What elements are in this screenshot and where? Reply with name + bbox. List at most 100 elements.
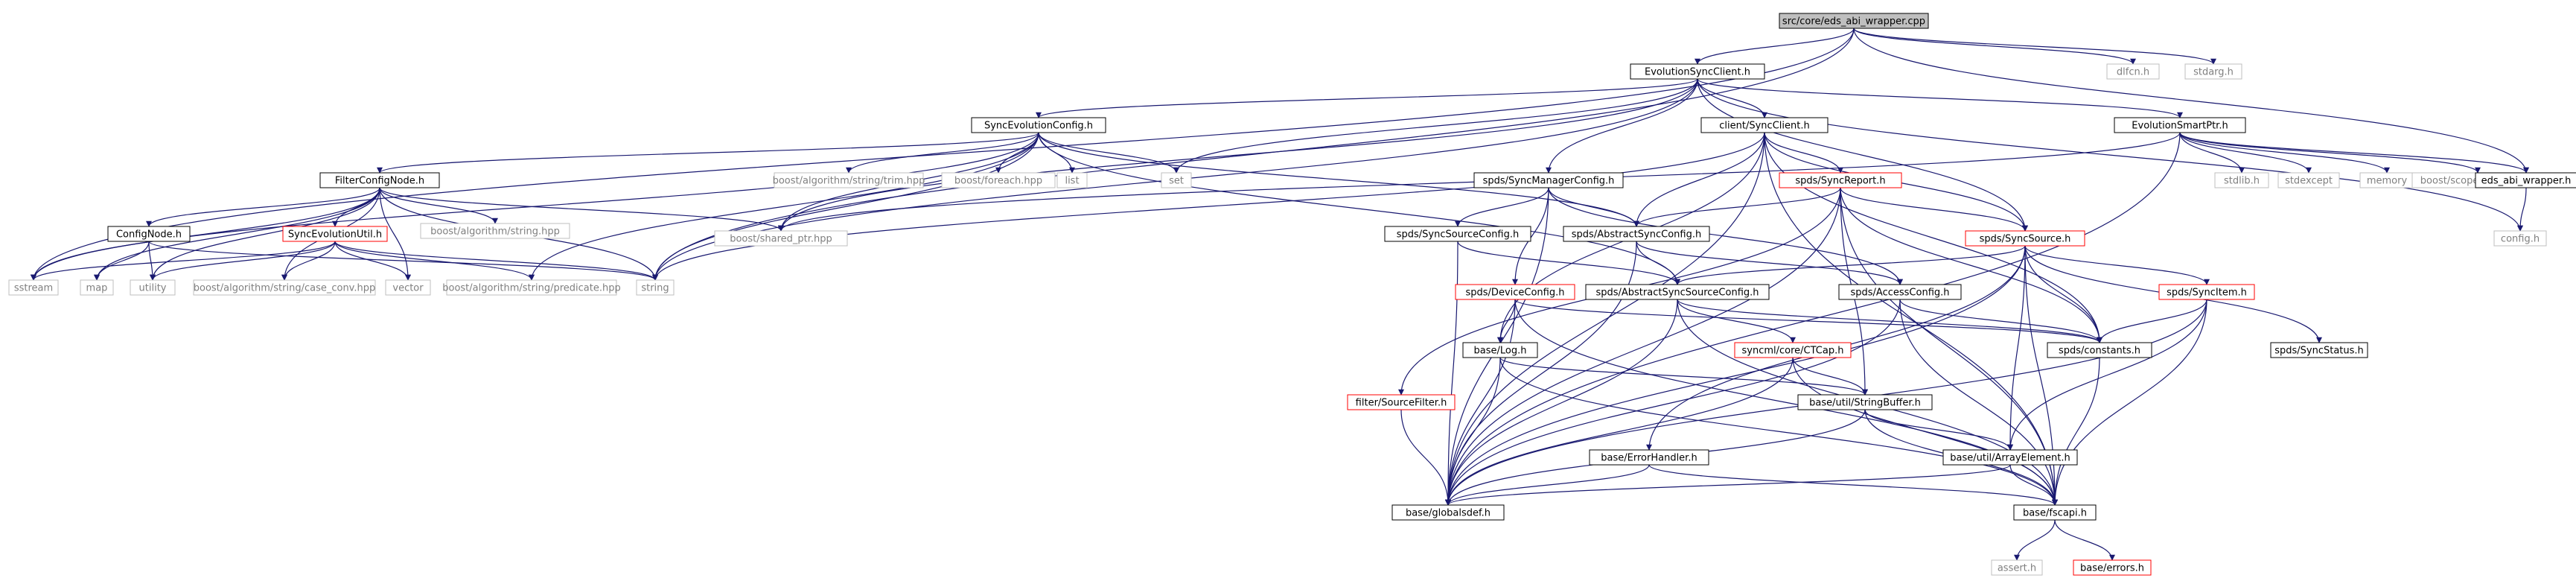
node-fscapi[interactable]: base/fscapi.h [2013,504,2097,521]
node-label: syncml/core/CTCap.h [1742,346,1844,357]
node-box [130,279,176,296]
edge-syncmgrconfig-to-deviceconfig [1512,187,1549,285]
node-label: client/SyncClient.h [1719,121,1809,132]
node-box [8,279,59,296]
node-baselog[interactable]: base/Log.h [1462,342,1538,358]
edge-evo_client-to-set [1173,78,1698,174]
node-root[interactable]: src/core/eds_abi_wrapper.cpp [1779,13,1929,29]
node-stringbuffer[interactable]: base/util/StringBuffer.h [1797,394,1933,410]
node-globaldef[interactable]: base/globalsdef.h [1391,504,1505,521]
node-label: spds/SyncStatus.h [2274,346,2364,357]
node-box [1630,63,1765,80]
node-label: spds/SyncSourceConfig.h [1397,229,1520,241]
edge-client_syncclient-to-string [652,132,1765,281]
node-errorhandler[interactable]: base/ErrorHandler.h [1589,449,1709,466]
edge-deviceconfig-to-globaldef [1445,299,1516,506]
edge-syncevo_config-to-abstractsyncconfig [1038,132,1639,227]
edge-evo_client-to-syncsource [1697,78,2028,232]
node-box [420,223,570,239]
edge-eds_wrapper_h-to-configh [2517,187,2527,232]
edge-baselog-to-fscapi [1499,357,2058,506]
node-label: utility [139,283,167,294]
node-arrayelement[interactable]: base/util/ArrayElement.h [1942,449,2078,466]
node-label: src/core/eds_abi_wrapper.cpp [1782,16,1925,28]
node-box [1384,226,1531,242]
node-syncsource[interactable]: spds/SyncSource.h [1965,230,2085,247]
node-label: spds/SyncSource.h [1980,234,2071,245]
node-box [80,279,114,296]
node-label: SyncEvolutionUtil.h [288,229,382,241]
edge-confignode-to-map [94,241,150,281]
node-box [1838,284,1962,300]
node-sourcefilter[interactable]: filter/SourceFilter.h [1347,394,1456,410]
edge-filter_confignode-to-sstream [31,187,380,281]
node-label: vector [392,283,424,294]
node-abstractsyncsrcconfig[interactable]: spds/AbstractSyncSourceConfig.h [1585,284,1770,300]
node-label: FilterConfigNode.h [335,176,424,187]
node-box [1455,284,1575,300]
edge-evo_client-to-configh [1697,78,2523,232]
node-filter_confignode[interactable]: FilterConfigNode.h [319,172,440,188]
node-evo_smartptr[interactable]: EvolutionSmartPtr.h [2114,117,2246,133]
node-box [1161,172,1192,188]
edge-client_syncclient-to-fscapi [1764,132,2058,506]
edge-ctcap-to-fscapi [1792,357,2058,506]
node-ctcap[interactable]: syncml/core/CTCap.h [1734,342,1852,358]
edge-client_syncclient-to-globaldef [1445,132,1765,506]
edge-deviceconfig-to-constants [1514,299,2102,343]
node-label: list [1065,176,1079,187]
edge-syncsource-to-arrayelement [2007,245,2026,451]
edge-abstractsyncsrcconfig-to-constants [1677,299,2102,343]
edge-deviceconfig-to-fscapi [1514,299,2058,506]
node-constants[interactable]: spds/constants.h [2047,342,2152,358]
edge-abstractsyncconfig-to-globaldef [1445,241,1637,506]
edge-filter_confignode-to-confignode [146,187,380,227]
node-syncreport[interactable]: spds/SyncReport.h [1779,172,1902,188]
node-evo_client[interactable]: EvolutionSyncClient.h [1630,63,1765,80]
edge-accessconfig-to-constants [1899,299,2102,343]
node-syncsrcconfig[interactable]: spds/SyncSourceConfig.h [1384,226,1531,242]
edge-arrayelement-to-globaldef [1445,464,2011,506]
node-accessconfig[interactable]: spds/AccessConfig.h [1838,284,1962,300]
node-box [2270,342,2368,358]
edge-syncevo_util-to-string [334,241,658,281]
edge-baselog-to-globaldef [1445,357,1501,506]
node-box [1700,117,1829,133]
node-utility: utility [130,279,176,296]
node-client_syncclient[interactable]: client/SyncClient.h [1700,117,1829,133]
edge-abstractsyncconfig-to-accessconfig [1636,241,1903,285]
edge-ctcap-to-globaldef [1445,357,1794,506]
node-label: map [86,283,108,294]
node-errors[interactable]: base/errors.h [2073,559,2152,576]
node-confignode[interactable]: ConfigNode.h [107,226,191,242]
edge-syncevo_config-to-predicate [529,132,1039,281]
node-syncevo_util[interactable]: SyncEvolutionUtil.h [282,226,388,242]
node-syncmgrconfig[interactable]: spds/SyncManagerConfig.h [1473,172,1624,188]
edge-syncitem-to-constants [2097,299,2207,343]
edge-syncitem-to-fscapi [2052,299,2207,506]
node-label: spds/AbstractSyncSourceConfig.h [1595,288,1759,299]
node-label: stdlib.h [2224,176,2260,187]
node-box [107,226,191,242]
node-dlfcn: dlfcn.h [2106,63,2160,80]
node-deviceconfig[interactable]: spds/DeviceConfig.h [1455,284,1575,300]
edge-ctcap-to-stringbuffer [1792,357,1868,396]
node-abstractsyncconfig[interactable]: spds/AbstractSyncConfig.h [1563,226,1710,242]
node-eds_wrapper_h[interactable]: eds_abi_wrapper.h [2475,172,2576,188]
edge-syncreport-to-globaldef [1445,187,1841,506]
edge-evo_client-to-syncmgrconfig [1546,78,1698,174]
edge-syncreport-to-fscapi [1840,187,2058,506]
edge-filter_confignode-to-map [94,187,380,281]
node-syncstatus[interactable]: spds/SyncStatus.h [2270,342,2368,358]
edge-abstractsyncsrcconfig-to-globaldef [1445,299,1678,506]
edge-client_syncclient-to-abstractsyncconfig [1633,132,1765,227]
node-label: set [1169,176,1184,187]
edge-client_syncclient-to-syncreport [1764,132,1843,174]
node-syncitem[interactable]: spds/SyncItem.h [2158,284,2255,300]
edge-evo_smartptr-to-stdlib [2179,132,2245,174]
edge-syncsource-to-abstractsyncsrcconfig [1674,245,2026,285]
node-syncevo_config[interactable]: SyncEvolutionConfig.h [971,117,1106,133]
edge-constants-to-fscapi [2052,357,2100,506]
node-box [2184,63,2242,80]
